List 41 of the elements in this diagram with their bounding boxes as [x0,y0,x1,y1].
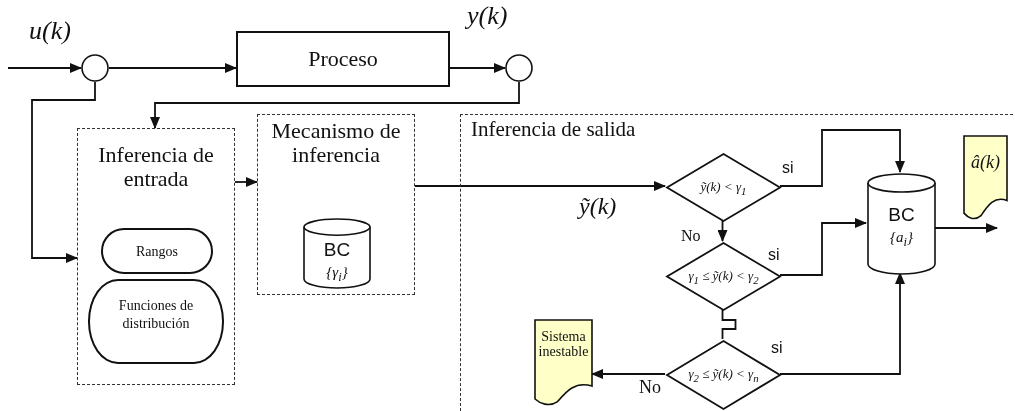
connector-arrow [779,218,867,276]
connector-arrow [779,272,905,375]
connector-arrow [449,63,506,73]
connector-arrow [108,63,237,73]
database-label: BC [887,205,916,227]
connector-arrow [150,81,520,129]
database-label: BC [322,240,352,262]
document-label: â(k) [970,153,1001,173]
edge-label: si [781,160,795,176]
edge-label: ỹ(k) [578,194,618,218]
database-label: {γ$_{i}$} [325,264,349,286]
document-label: Sistema inestable [537,329,590,360]
connector-arrow [717,220,728,242]
process-box [236,31,450,87]
box-label: Funciones de distribución [117,297,195,334]
edge-label: No [680,228,702,244]
dashed-group-box [460,114,1013,411]
edge-label: No [638,378,662,396]
condition-label: ỹ(k) < γ$_{1}$ [698,179,748,197]
condition-label: γ$_{1}$ ≤ ỹ(k) < γ$_{2}$ [687,268,760,286]
rounded-box [88,279,224,364]
signal-label: y(k) [467,2,508,31]
edge-label: si [767,247,781,263]
group-title: Inferencia de salida [471,118,636,142]
database-label: {a$_{i}$} [889,229,914,251]
rounded-box [101,228,213,274]
dashed-group-box [257,114,415,295]
connector-arrow [234,177,258,187]
process-label: Proceso [307,47,379,72]
edge-label: si [770,340,784,356]
connector-arrow [779,129,905,187]
dashed-group-box [77,128,235,385]
connector-arrow [7,63,82,73]
group-title: Mecanismo de inferencia [270,119,402,168]
box-label: Rangos [135,244,179,260]
connector-arrow [934,223,998,233]
condition-label: γ$_{2}$ ≤ ỹ(k) < γ$_{n}$ [687,367,760,385]
connector-arrow [31,81,96,263]
group-title: Inferencia de entrada [97,143,215,192]
edge-label: u(k) [28,18,72,44]
connector-arrow [414,181,666,191]
